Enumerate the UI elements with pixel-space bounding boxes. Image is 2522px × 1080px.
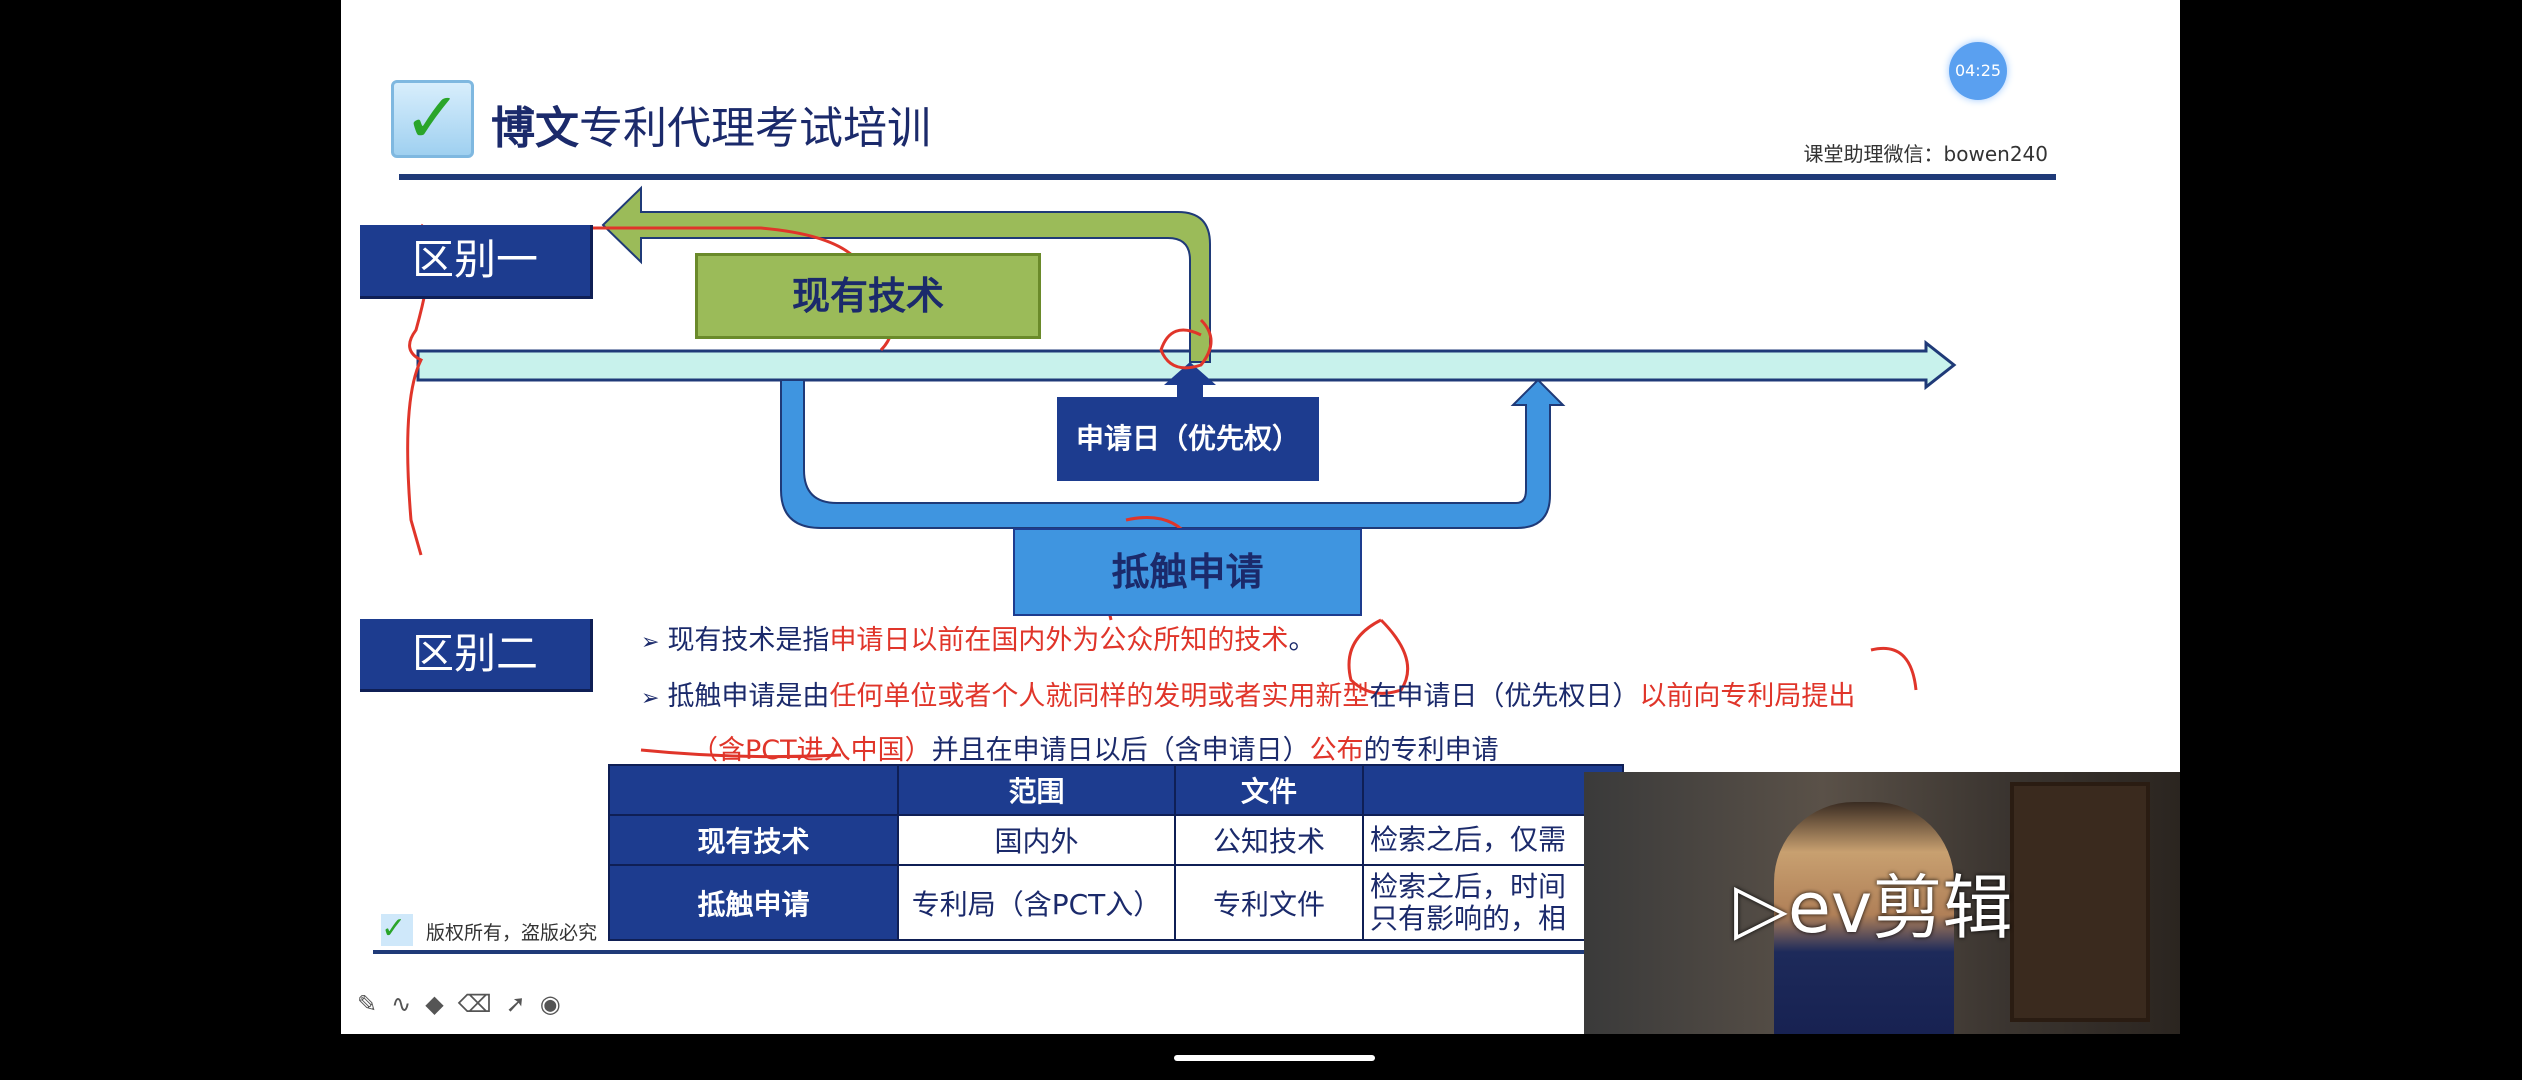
table-header: 范围: [897, 764, 1176, 816]
bullet-arrow-icon: ➢: [641, 686, 660, 711]
difference-one-label: 区别一: [360, 225, 593, 299]
cell-line: 只有影响的，相: [1370, 901, 1567, 935]
bullet-text-segment: 任何单位或者个人就同样的发明或者实用新型: [829, 681, 1370, 712]
freehand-icon[interactable]: ∿: [391, 990, 412, 1018]
bullet-text-segment: 申请日以前在国内外为公众所知的技术: [829, 625, 1289, 656]
bullet-text-segment: （含PCT进入中国）: [691, 735, 932, 766]
cell-line: 检索之后，时间: [1370, 869, 1567, 903]
bullet-text-segment: 抵触申请是由: [667, 681, 830, 712]
application-date-box: 申请日（优先权）: [1057, 397, 1319, 481]
checkmark-logo-icon: ✓: [391, 80, 474, 158]
table-header: [1362, 764, 1624, 816]
bullet-text-segment: 。: [1288, 625, 1316, 656]
bullet-arrow-icon: ➢: [641, 630, 660, 655]
ev-watermark: ▷ev剪辑: [1734, 852, 2012, 953]
application-date-arrow: [1164, 362, 1216, 397]
table-cell: 国内外: [897, 814, 1176, 866]
prior-art-arrow: [601, 185, 1211, 363]
bullet-text-segment: 公布: [1309, 735, 1364, 766]
conflicting-arrow: [780, 378, 1566, 529]
timeline-arrow: [416, 339, 1957, 391]
table-header: [608, 764, 899, 816]
table-cell: 专利文件: [1174, 864, 1364, 941]
table-header: 文件: [1174, 764, 1364, 816]
table-cell: 检索之后，时间只有影响的，相: [1362, 864, 1624, 941]
footer-divider: [373, 950, 1623, 954]
table-cell: 抵触申请: [608, 864, 899, 941]
slide-title: 博文专利代理考试培训: [491, 92, 931, 156]
table-row: 抵触申请 专利局（含PCT入） 专利文件 检索之后，时间只有影响的，相: [608, 864, 1624, 941]
brand-bold: 博文: [491, 103, 579, 154]
bullet-continuation: （含PCT进入中国）并且在申请日以后（含申请日）公布的专利申请: [691, 728, 1499, 767]
annotation-toolbar: ✎ ∿ ◆ ⌫ ➚ ◉: [357, 990, 561, 1018]
home-indicator[interactable]: [1174, 1055, 1375, 1061]
bullet-text-segment: 以前向专利局提出: [1639, 681, 1856, 712]
copyright-text: 版权所有，盗版必究: [426, 922, 598, 944]
brand-rest: 专利代理考试培训: [579, 103, 931, 154]
pen-icon[interactable]: ✎: [357, 990, 378, 1018]
bookshelf: [2010, 782, 2150, 1022]
eraser-icon[interactable]: ⌫: [457, 990, 492, 1018]
record-icon[interactable]: ◉: [539, 990, 561, 1018]
bullet-text-segment: 并且在申请日以后（含申请日）: [931, 735, 1310, 766]
bullet-prior-art: ➢ 现有技术是指申请日以前在国内外为公众所知的技术。: [641, 618, 1315, 657]
watermark-text: ev剪辑: [1787, 867, 2013, 949]
bullet-conflicting-application: ➢ 抵触申请是由任何单位或者个人就同样的发明或者实用新型在申请日（优先权日）以前向…: [641, 674, 1855, 713]
footer-checkmark-icon: ✓: [381, 914, 413, 946]
comparison-table: 范围 文件 现有技术 国内外 公知技术 检索之后，仅需 抵触申请 专利局（含PC…: [608, 764, 1624, 941]
diagram-arrows: [406, 185, 1957, 933]
table-cell: 专利局（含PCT入）: [897, 864, 1176, 941]
prior-art-box: 现有技术: [695, 253, 1041, 339]
play-icon: ▷: [1734, 867, 1788, 949]
bullet-text-segment: 的专利申请: [1363, 735, 1499, 766]
recording-timer[interactable]: 04:25: [1949, 42, 2007, 100]
highlighter-icon[interactable]: ◆: [425, 990, 444, 1018]
pointer-icon[interactable]: ➚: [505, 990, 526, 1018]
table-cell: 公知技术: [1174, 814, 1364, 866]
table-header-row: 范围 文件: [608, 764, 1624, 816]
slide: ✓ 博文专利代理考试培训 04:25 课堂助理微信：bowen240 区别一 现…: [341, 0, 2180, 1034]
table-cell: 检索之后，仅需: [1362, 814, 1624, 866]
table-cell: 现有技术: [608, 814, 899, 866]
assistant-wechat: 课堂助理微信：bowen240: [1803, 142, 2048, 166]
conflicting-application-box: 抵触申请: [1013, 528, 1362, 616]
difference-two-label: 区别二: [360, 619, 593, 692]
presenter: [1774, 802, 1954, 1034]
bullet-text-segment: 现有技术是指: [667, 625, 830, 656]
bullet-text-segment: 在申请日（优先权日）: [1369, 681, 1640, 712]
webcam-overlay[interactable]: ▷ev剪辑: [1584, 772, 2180, 1034]
table-row: 现有技术 国内外 公知技术 检索之后，仅需: [608, 814, 1624, 866]
header-divider: [399, 174, 2056, 180]
